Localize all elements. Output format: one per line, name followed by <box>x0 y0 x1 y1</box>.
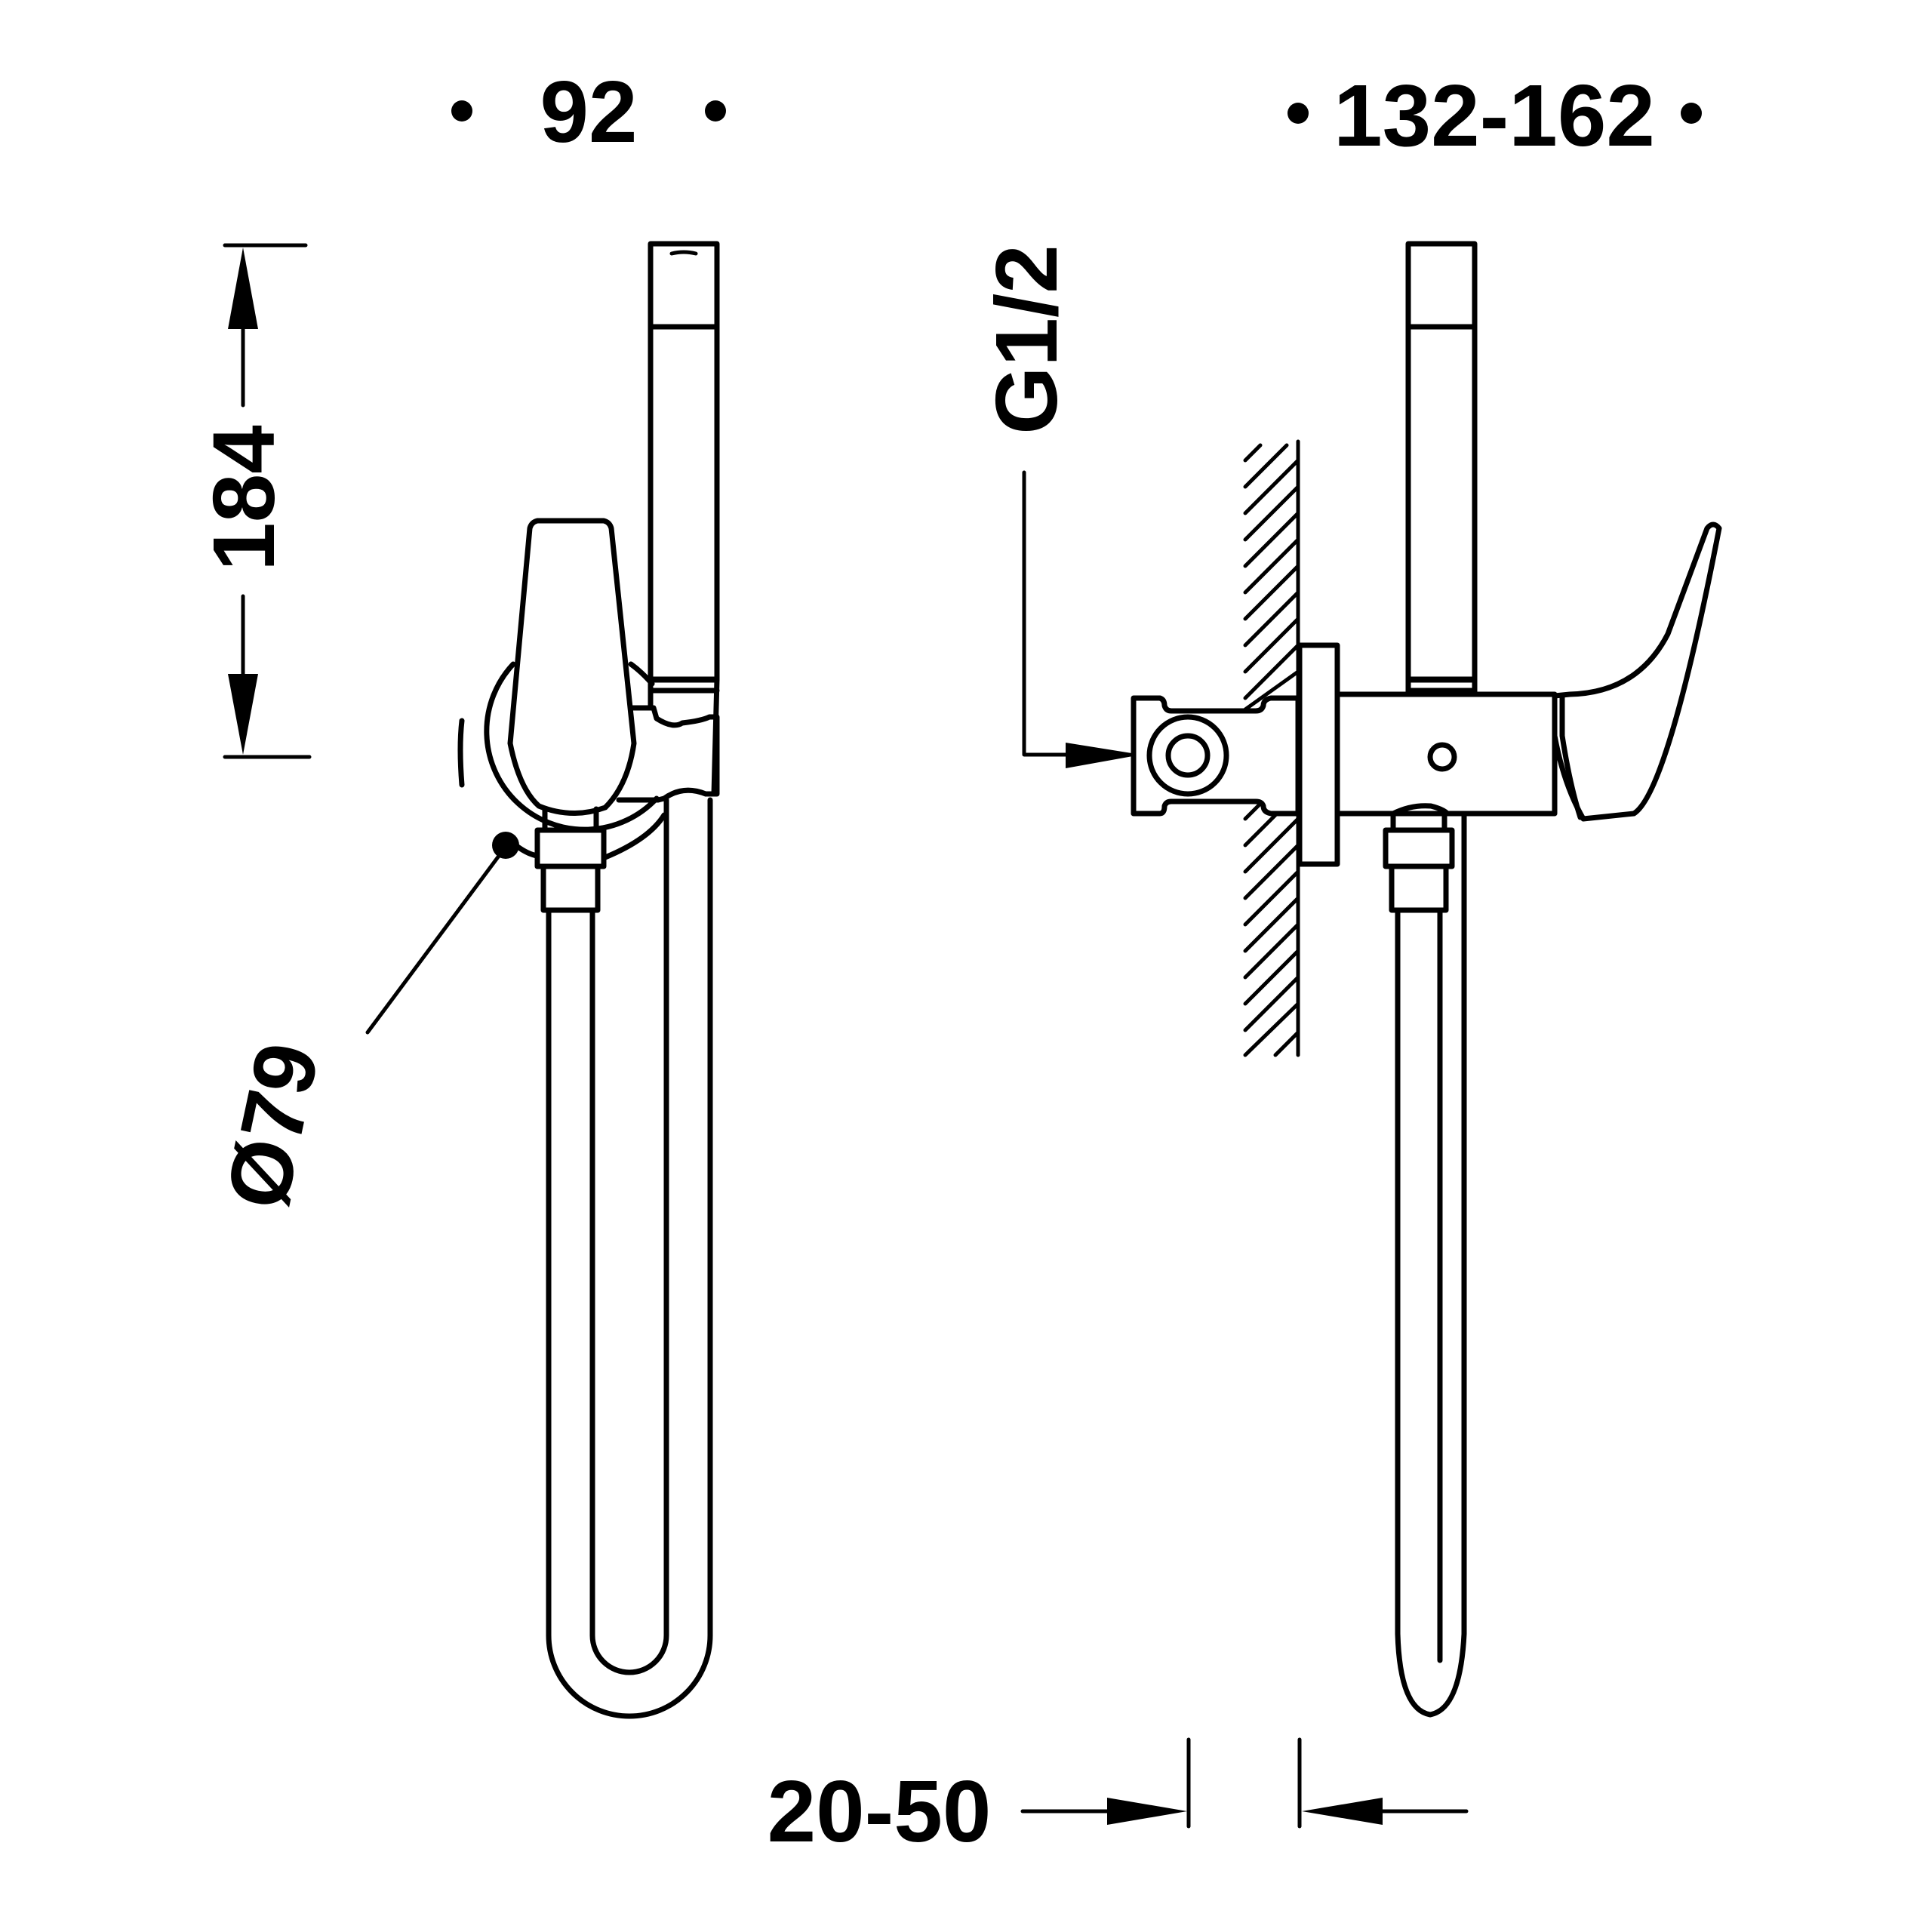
wall-plate <box>1297 642 1340 867</box>
dimension-thread: G1/2 <box>977 245 1141 768</box>
dimension-height: 184 <box>195 243 312 759</box>
dimension-depth-side: 132-162 <box>1287 66 1702 165</box>
label-thread: G1/2 <box>977 245 1075 434</box>
nut-side <box>1383 827 1455 869</box>
side-view <box>1131 241 1722 1718</box>
label-diameter: Ø79 <box>208 1035 338 1217</box>
hose-front <box>546 797 713 1719</box>
hose-side <box>1395 811 1467 1718</box>
lever-side <box>1552 521 1722 822</box>
handshower-side <box>1405 241 1478 683</box>
dimension-diameter: Ø79 <box>208 832 519 1217</box>
dimension-wall-offset: 20-50 <box>768 1737 1469 1860</box>
dimension-width-front: 92 <box>451 63 726 161</box>
wall-connector <box>1131 695 1301 817</box>
label-depth-side: 132-162 <box>1334 66 1655 165</box>
nut-front <box>534 827 607 869</box>
mixer-body-side <box>1334 691 1558 817</box>
front-view <box>457 241 720 1719</box>
lever-front <box>507 518 637 816</box>
label-height: 184 <box>195 425 293 571</box>
flange-circle <box>484 661 660 832</box>
bracket-front <box>616 705 720 803</box>
handshower-front <box>648 241 720 683</box>
label-wall-offset: 20-50 <box>768 1762 992 1860</box>
label-width-front: 92 <box>540 63 637 161</box>
